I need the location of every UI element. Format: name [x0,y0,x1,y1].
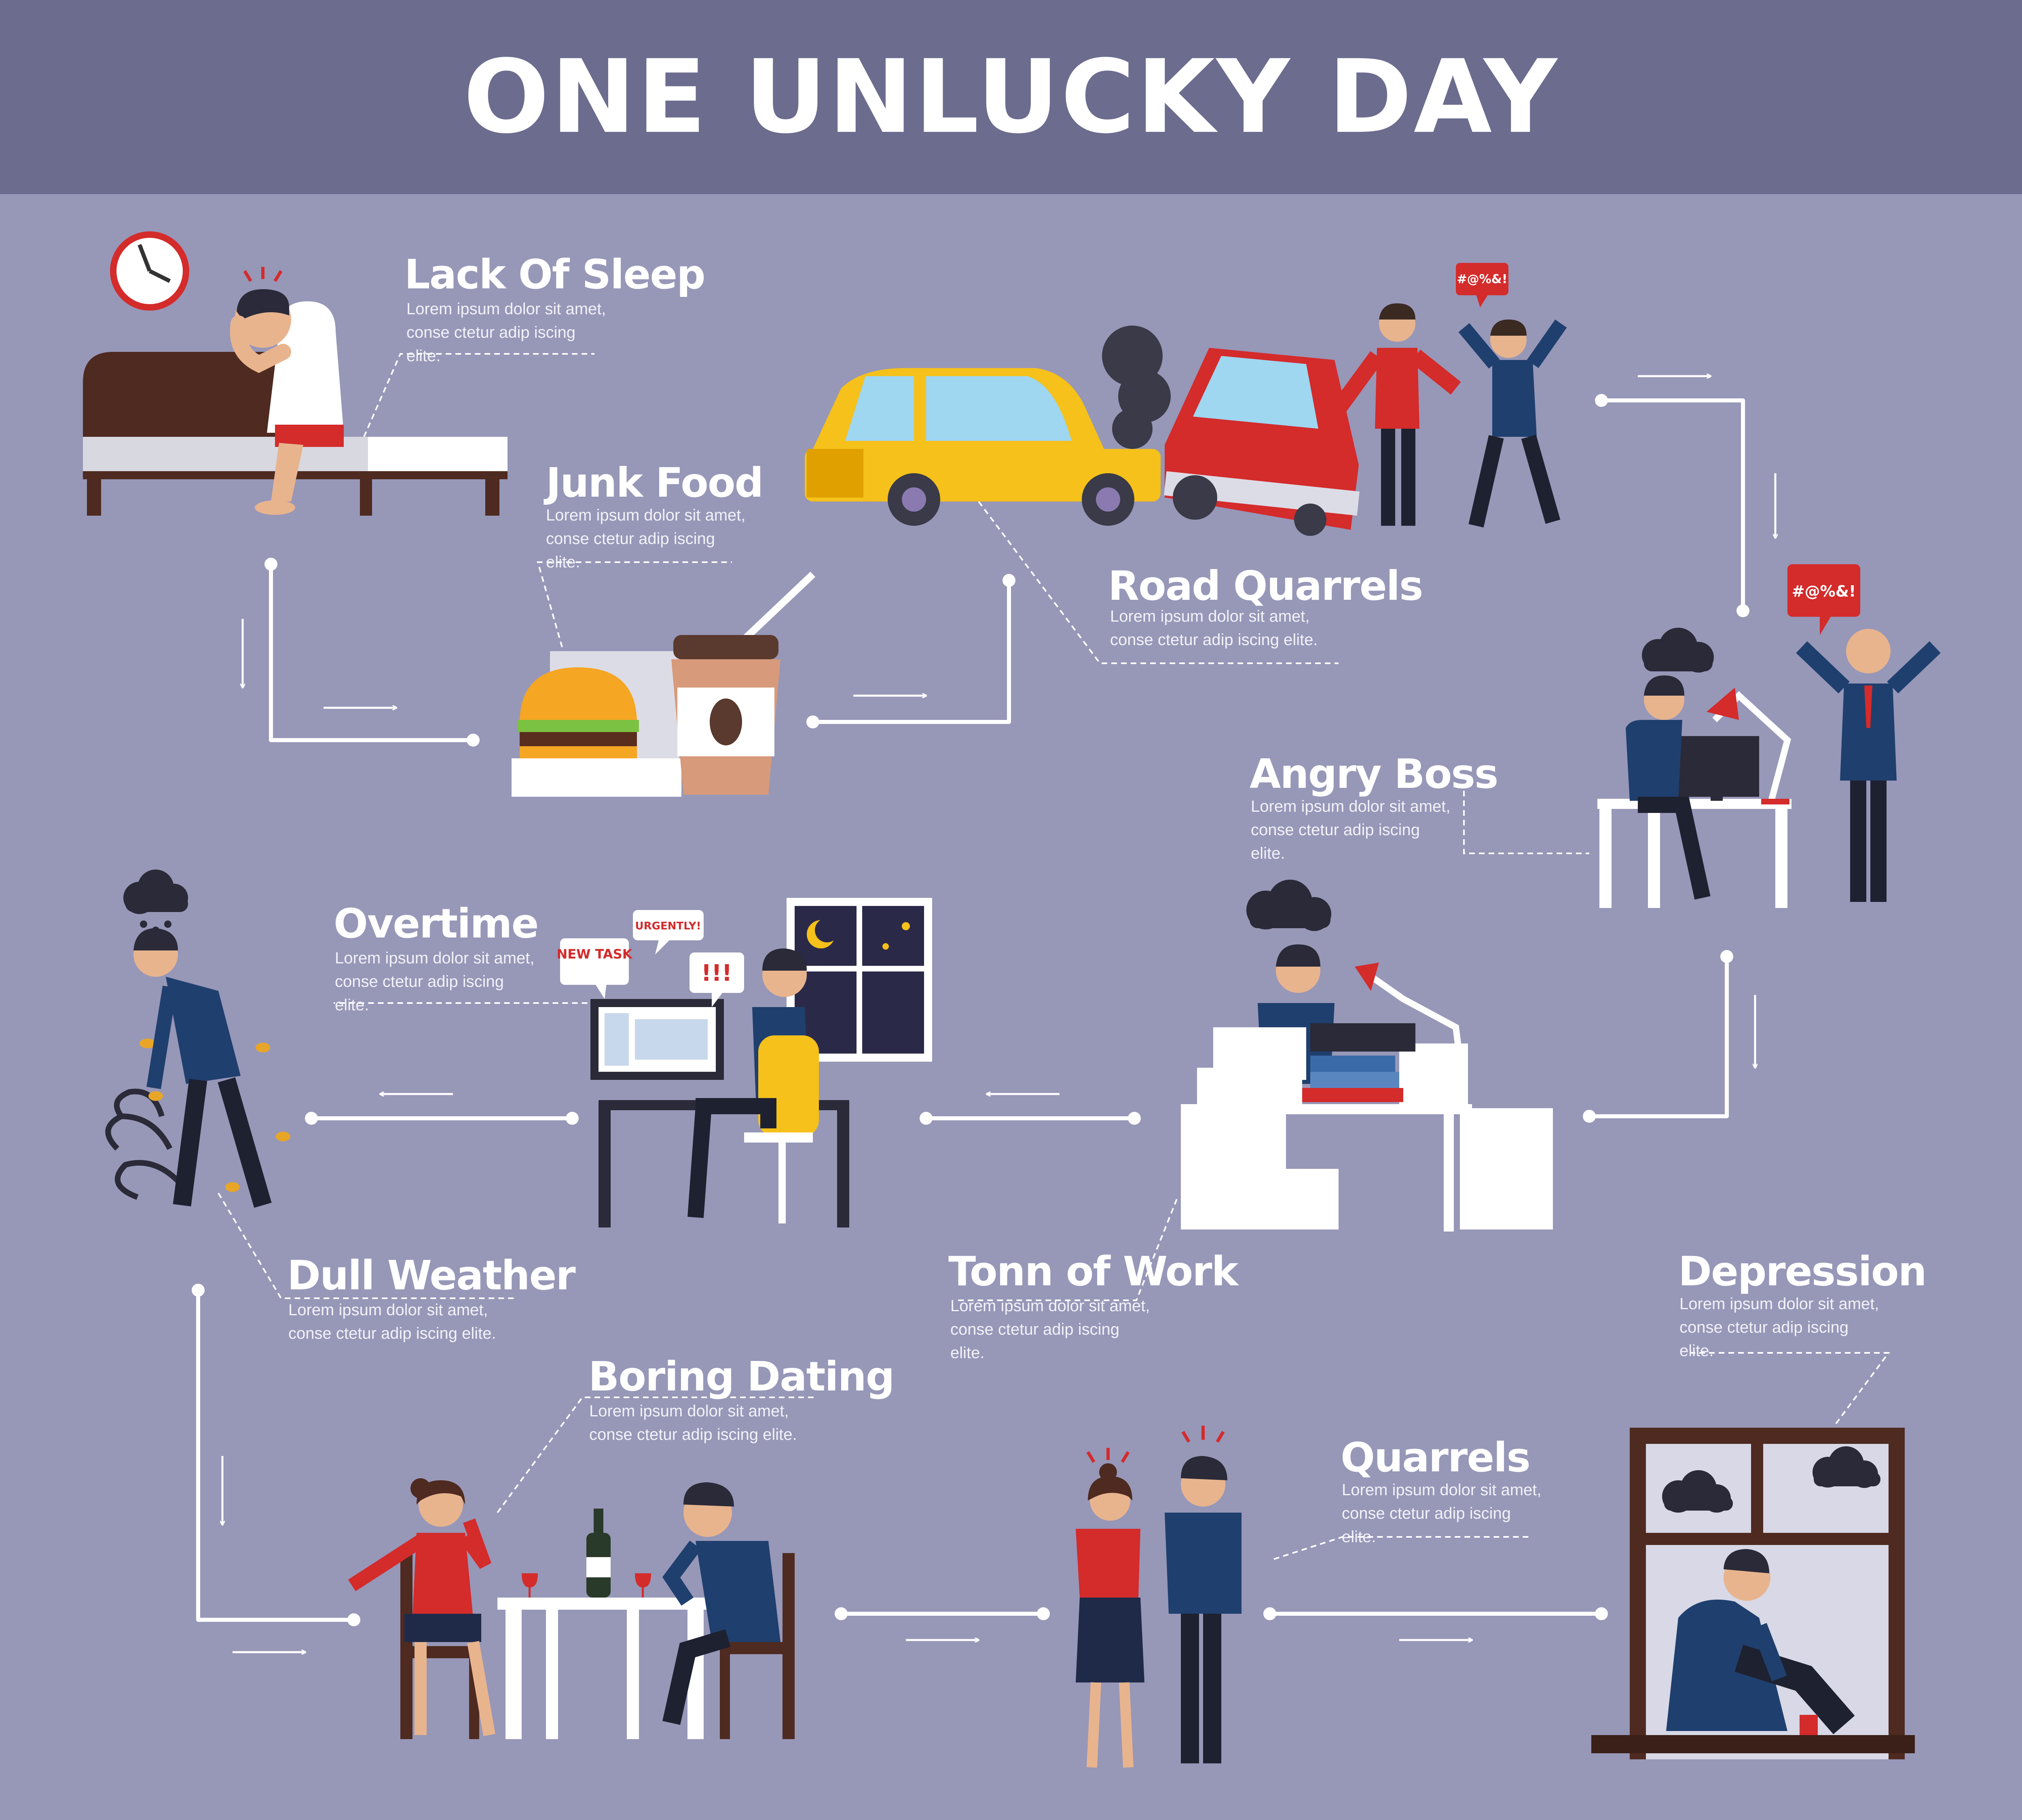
burger-icon [512,651,681,797]
stage-title: Boring Dating [588,1353,895,1400]
speech-bubble-road-icon [1456,263,1508,307]
connector-food-road [813,580,1011,724]
red-car-icon [1164,348,1360,536]
sad-man-walking-icon [133,928,272,1208]
cloud-icon [1246,880,1331,931]
angry-boss-icon [1796,629,1941,902]
stage-title: Dull Weather [287,1252,576,1299]
stage-description: Lorem ipsum dolor sit amet, conse ctetur… [950,1297,1150,1362]
stage-description: Lorem ipsum dolor sit amet, conse ctetur… [335,949,535,1014]
man-blue-shirt-icon [1458,319,1567,528]
desk-lamp-icon [1707,688,1791,804]
worker-at-desk-icon [1626,675,1711,900]
speech-bubble-boss-icon [1787,564,1860,635]
paper-stack-icon [1181,1027,1553,1230]
night-window-icon [787,898,932,1062]
stage-description: Lorem ipsum dolor sit amet, conse ctetur… [406,300,606,365]
chair-left-icon [400,1549,479,1739]
binders-icon [1302,1023,1415,1102]
taxi-icon [805,368,1161,526]
stage-description: Lorem ipsum dolor sit amet, conse ctetur… [1251,798,1451,862]
chair-right-icon [720,1553,795,1739]
stage-title: Junk Food [546,459,764,506]
computer-icon [590,999,724,1080]
stage-description: Lorem ipsum dolor sit amet, conse ctetur… [1342,1481,1542,1546]
connector-road-boss [1601,398,1745,611]
clock-icon [110,231,189,311]
exclaim-bubble-icon [690,952,744,1007]
coffee-cup-icon [671,571,816,795]
exclaim-text: !!! [701,960,732,986]
new-task-text: NEW TASK [556,946,632,962]
stage-description: Lorem ipsum dolor sit amet, conse ctetur… [546,506,746,571]
new-task-bubble-icon [560,938,629,999]
depressed-man-icon [1666,1549,1855,1735]
computer-icon [1674,736,1759,801]
connector-weather-dating [196,1290,354,1622]
stage-title: Overtime [334,900,539,947]
stage-title: Angry Boss [1250,750,1498,798]
leaves-icon [140,1039,290,1192]
tired-man-icon [230,267,344,515]
connector-boss-work [1589,957,1729,1118]
smoke-icon [1102,326,1171,449]
urgently-text: URGENTLY! [635,920,701,932]
page-title: ONE UNLUCKY DAY [463,38,1559,156]
road-curse-text: #@%&! [1457,272,1507,286]
wine-glass-icon [522,1573,651,1598]
wine-bottle-icon [586,1509,611,1598]
header-bar: ONE UNLUCKY DAY [0,0,2022,194]
stage-description: Lorem ipsum dolor sit amet, conse ctetur… [288,1301,496,1342]
cloud-icon [1642,628,1714,673]
urgently-bubble-icon [633,910,704,954]
angry-man-icon [1165,1426,1242,1763]
wind-swirl-icon [105,1088,180,1200]
stage-description: Lorem ipsum dolor sit amet, conse ctetur… [1110,607,1318,649]
bored-man-icon [662,1482,780,1725]
stage-description: Lorem ipsum dolor sit amet, conse ctetur… [1679,1295,1879,1360]
man-red-shirt-icon [1332,303,1461,526]
table-icon [497,1598,712,1739]
connector-sleep-food [269,564,473,742]
angry-woman-icon [1076,1448,1144,1768]
stage-title: Road Quarrels [1108,562,1423,609]
desk-icon [1597,799,1791,908]
worker-on-chair-icon [687,948,819,1223]
stage-description: Lorem ipsum dolor sit amet, conse ctetur… [589,1402,797,1443]
stage-title: Quarrels [1341,1434,1531,1481]
stage-title: Tonn of Work [948,1248,1238,1295]
cloud-icon [1662,1446,1880,1513]
boss-curse-text: #@%&! [1792,582,1856,600]
stage-title: Lack Of Sleep [404,251,706,298]
stage-title: Depression [1678,1248,1927,1295]
woman-on-phone-icon [348,1478,495,1736]
desk-icon [1278,1104,1472,1232]
